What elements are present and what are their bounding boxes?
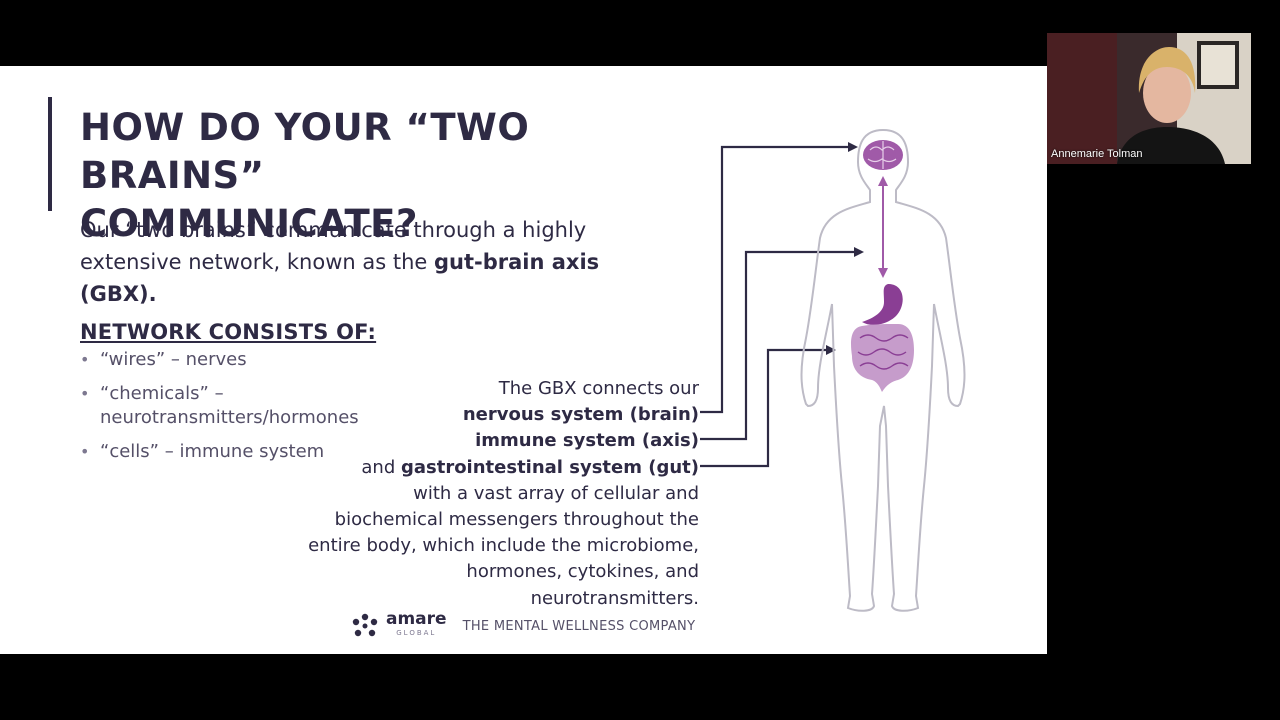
participant-video	[1047, 33, 1251, 164]
stomach-icon	[862, 284, 903, 325]
gbx-line-7: entire body, which include the microbiom…	[308, 535, 699, 557]
connector-lines	[700, 145, 858, 468]
intestines-icon	[851, 324, 914, 392]
title-accent-bar	[48, 97, 52, 211]
gbx-immune-system: immune system (axis)	[475, 430, 699, 452]
logo-subtitle: GLOBAL	[396, 629, 437, 637]
slide-title-line-1: HOW DO YOUR “TWO BRAINS”	[80, 106, 530, 197]
intro-bold-text: gut-brain axis (GBX).	[80, 250, 600, 306]
slide-footer: amare GLOBAL THE MENTAL WELLNESS COMPANY	[350, 610, 710, 642]
arrow-heads	[826, 142, 864, 355]
list-item: “cells” – immune system	[80, 440, 420, 464]
webcam-video-tile[interactable]: Annemarie Tolman	[1047, 33, 1251, 164]
slide-title-line-2: COMMUNICATE?	[80, 202, 418, 245]
human-body-outline	[800, 128, 966, 612]
logo-name: amare	[386, 609, 447, 629]
gbx-line-1: The GBX connects our	[498, 378, 699, 399]
gbx-and: and	[361, 456, 401, 478]
intro-text: Our “two brains” communicate through a h…	[80, 218, 587, 274]
network-list: “wires” – nerves “chemicals” – neurotran…	[80, 348, 420, 474]
brain-connector	[700, 145, 852, 414]
gut-connector	[700, 348, 830, 468]
company-tagline: THE MENTAL WELLNESS COMPANY	[462, 618, 696, 634]
network-heading: NETWORK CONSISTS OF:	[80, 320, 377, 344]
amare-logo: amare GLOBAL	[350, 609, 447, 640]
amare-logo-icon	[352, 613, 378, 637]
gbx-line-5: with a vast array of cellular and	[413, 482, 699, 504]
presentation-slide: HOW DO YOUR “TWO BRAINS” COMMUNICATE? Ou…	[0, 66, 1047, 654]
intro-paragraph: Our “two brains” communicate through a h…	[80, 214, 600, 310]
list-item: “chemicals” – neurotransmitters/hormones	[80, 382, 420, 430]
gbx-nervous-system: nervous system (brain)	[462, 404, 699, 426]
list-item: “wires” – nerves	[80, 348, 420, 372]
slide-title: HOW DO YOUR “TWO BRAINS” COMMUNICATE?	[80, 104, 720, 248]
gbx-line-8: hormones, cytokines, and	[466, 561, 699, 583]
gbx-gastrointestinal-system: gastrointestinal system (gut)	[400, 456, 699, 478]
gbx-line-6: biochemical messengers throughout the	[334, 509, 699, 531]
body-diagram	[700, 128, 966, 612]
gbx-line-9: neurotransmitters.	[530, 587, 699, 609]
speaker-name-label: Annemarie Tolman	[1051, 148, 1143, 160]
gbx-description: The GBX connects our nervous system (bra…	[239, 376, 699, 612]
axis-connector	[700, 250, 858, 441]
